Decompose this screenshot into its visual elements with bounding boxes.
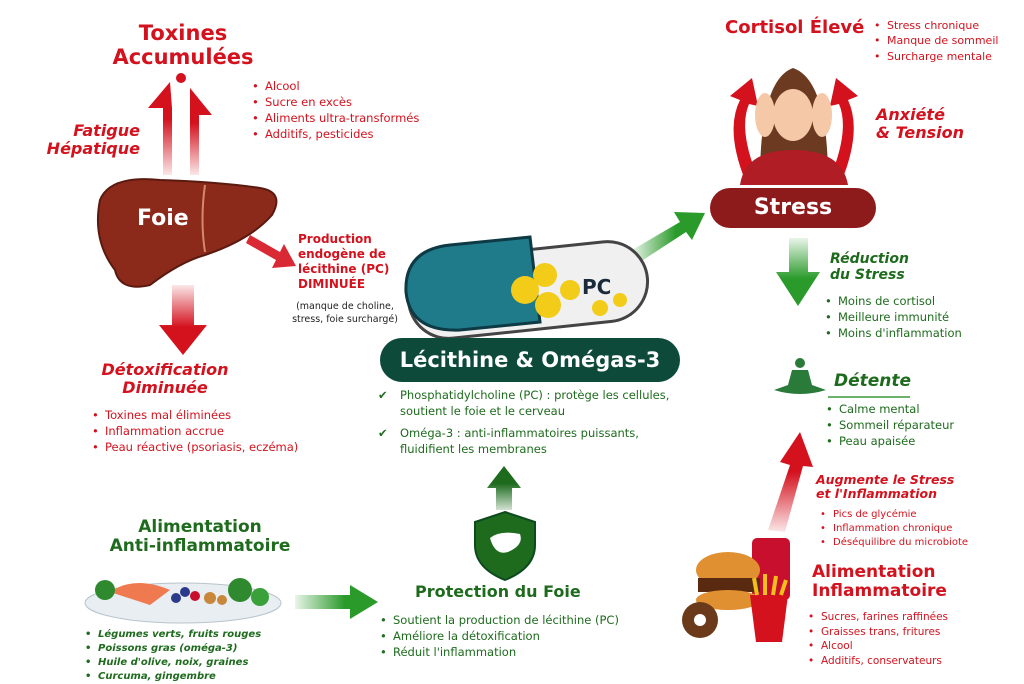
check-icon: ✔ [378,388,388,402]
liver-shield-icon [474,510,536,582]
detox-title: Détoxification Diminuée [101,360,229,397]
liver-illustration [96,178,278,288]
reduction-title: Réduction du Stress [830,251,909,283]
junk-food-illustration [682,538,790,642]
cortisol-list: Stress chronique Manque de sommeil Surch… [874,18,998,65]
capsule-label: PC [582,275,612,299]
stress-banner: Stress [710,188,876,228]
fatigue-label: Fatigue Hépatique [46,121,140,158]
lecithin-banner: Lécithine & Omégas-3 [380,338,680,382]
food-up-arrow [768,432,813,532]
toxin-arrows [148,73,212,175]
liver-down-arrow [159,285,207,355]
stressed-woman-illustration [740,68,848,185]
augmente-title: Augmente le Stress et l'Inflammation [816,472,955,501]
check-item: ✔Oméga-3 : anti-inflammatoires puissants… [378,426,639,456]
anxiety-label: Anxiété & Tension [876,105,965,142]
anti-inflammatory-plate-illustration [84,578,282,624]
reduction-list: Moins de cortisol Meilleure immunité Moi… [825,293,962,341]
shield-up-arrow [487,466,521,510]
capsule-to-stress-arrow [632,212,705,262]
detente-list: Calme mental Sommeil réparateur Peau apa… [826,401,954,449]
detente-title: Détente [834,371,912,391]
protection-list: Soutient la production de lécithine (PC)… [380,612,619,660]
cortisol-title: Cortisol Élevé [725,17,865,38]
stress-down-arrow [776,238,820,306]
toxins-list: Alcool Sucre en excès Aliments ultra-tra… [252,78,419,142]
cortisol-right-arrow [830,78,858,180]
toxins-title: Toxines Accumulées [112,21,254,69]
protection-title: Protection du Foie [415,582,581,601]
liver-to-production-arrow [246,235,296,268]
augmente-list: Pics de glycémie Inflammation chronique … [820,508,968,550]
inflam-food-list: Sucres, farines raffinées Graisses trans… [808,610,948,669]
cortisol-left-arrow [730,78,758,180]
anti-food-title: Alimentation Anti-inflammatoire [109,517,291,557]
anti-food-list: Légumes verts, fruits rouges Poissons gr… [85,628,261,684]
detox-list: Toxines mal éliminées Inflammation accru… [92,407,298,455]
anti-food-arrow [295,585,378,619]
production-text: Production endogène de lécithine (PC) DI… [298,232,390,291]
check-item: ✔Phosphatidylcholine (PC) : protège les … [378,388,670,418]
meditation-icon [774,358,826,394]
liver-label: Foie [137,206,189,231]
inflam-food-title: Alimentation Inflammatoire [812,562,947,602]
check-icon: ✔ [378,426,388,441]
capsule-illustration [404,235,650,340]
production-note: (manque de choline, stress, foie surchar… [292,301,398,326]
lecithin-checks: ✔Phosphatidylcholine (PC) : protège les … [378,388,669,457]
